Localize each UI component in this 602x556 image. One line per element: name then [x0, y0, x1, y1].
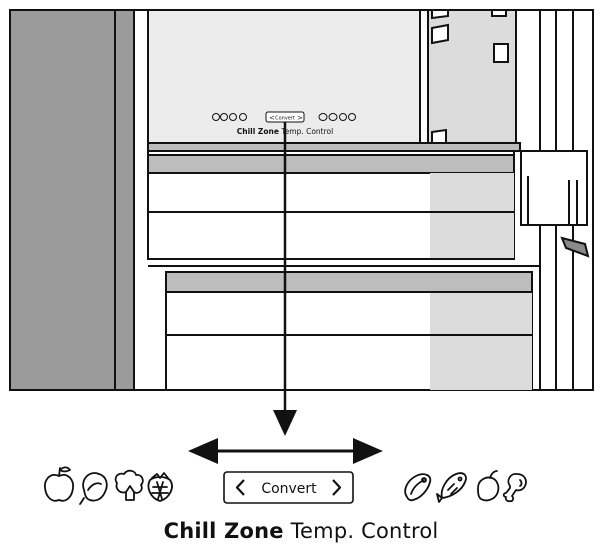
- panel-title: Chill Zone Temp. Control: [0, 519, 602, 543]
- small-panel-title: Chill Zone Temp. Control: [237, 127, 333, 136]
- chicken-icon: [477, 470, 500, 502]
- small-right-icons: [318, 113, 356, 121]
- right-door-shelves: [427, 9, 517, 146]
- lettuce-icon: [79, 472, 108, 505]
- chevron-left-icon[interactable]: [235, 479, 245, 496]
- svg-text:>: >: [297, 114, 303, 122]
- broccoli-icon: [114, 469, 144, 501]
- turkey-leg-icon: [502, 473, 527, 503]
- left-right-arrow: [188, 438, 383, 464]
- strawberry-icon: [147, 472, 173, 502]
- left-door: [9, 9, 116, 391]
- right-icon-group: [404, 470, 527, 503]
- small-left-icons: [212, 113, 247, 121]
- steak-icon: [404, 473, 432, 502]
- chevron-right-icon[interactable]: [332, 479, 342, 496]
- left-icon-group: [44, 466, 173, 505]
- convert-label: Convert: [261, 481, 317, 497]
- small-convert-label: Convert: [275, 116, 295, 122]
- fish-icon: [436, 472, 467, 503]
- fridge-interior: [9, 9, 594, 391]
- callout-arrow: [273, 122, 297, 436]
- apple-icon: [44, 466, 74, 502]
- svg-text:<: <: [269, 114, 275, 122]
- panel-title-bold: Chill Zone: [163, 519, 284, 543]
- panel-title-rest: Temp. Control: [290, 519, 439, 543]
- small-control-panel: < Convert > Chill Zone Temp. Control: [212, 111, 356, 136]
- convert-button[interactable]: Convert: [223, 471, 354, 504]
